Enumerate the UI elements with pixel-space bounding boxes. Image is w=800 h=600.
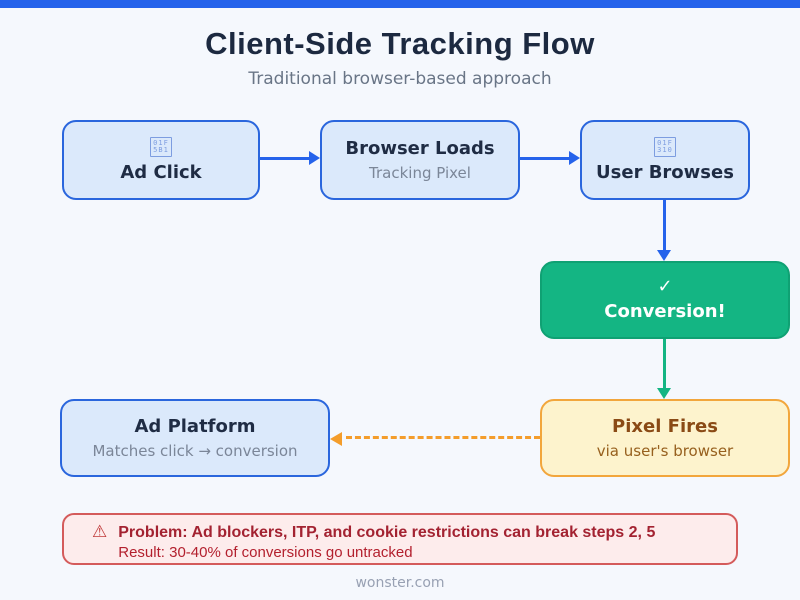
arrow-head-left-icon bbox=[330, 432, 342, 446]
arrow-ad-click-to-browser-loads bbox=[260, 157, 309, 160]
page-subtitle: Traditional browser-based approach bbox=[248, 69, 552, 89]
node-ad-platform-label: Ad Platform bbox=[134, 415, 256, 437]
arrow-head-right-icon bbox=[309, 151, 320, 165]
arrow-browser-loads-to-user-browses bbox=[520, 157, 569, 160]
node-ad-platform-sublabel: Matches click → conversion bbox=[92, 441, 298, 460]
node-browser-loads-label: Browser Loads bbox=[345, 137, 495, 159]
warning-text-block: Problem: Ad blockers, ITP, and cookie re… bbox=[118, 522, 655, 562]
warning-headline: Problem: Ad blockers, ITP, and cookie re… bbox=[118, 524, 656, 541]
node-pixel-fires-sublabel: via user's browser bbox=[596, 441, 734, 460]
arrow-head-down-icon bbox=[657, 250, 671, 261]
top-accent-bar bbox=[0, 0, 800, 8]
checkmark-icon: ✓ bbox=[657, 276, 673, 298]
dashed-arrow-pixel-fires-to-ad-platform bbox=[346, 436, 540, 439]
node-browser-loads: Browser Loads Tracking Pixel bbox=[320, 120, 520, 200]
tofu-hex-top: 01F bbox=[153, 139, 169, 148]
tofu-hex-bottom: 5B1 bbox=[153, 146, 169, 155]
tofu-hex-bottom: 310 bbox=[657, 146, 673, 155]
page-title: Client-Side Tracking Flow bbox=[205, 26, 595, 61]
node-browser-loads-sublabel: Tracking Pixel bbox=[369, 163, 471, 182]
warning-triangle-icon: ⚠ bbox=[92, 522, 108, 542]
tofu-hex-top: 01F bbox=[657, 139, 673, 148]
warning-callout: ⚠ Problem: Ad blockers, ITP, and cookie … bbox=[62, 513, 738, 565]
node-pixel-fires-label: Pixel Fires bbox=[612, 415, 718, 437]
node-pixel-fires: Pixel Fires via user's browser bbox=[540, 399, 790, 477]
arrow-user-browses-to-conversion bbox=[663, 200, 666, 250]
node-conversion-label: Conversion! bbox=[604, 301, 726, 323]
node-conversion: ✓ Conversion! bbox=[540, 261, 790, 339]
arrow-conversion-to-pixel-fires bbox=[663, 339, 666, 388]
footer-watermark: wonster.com bbox=[355, 575, 445, 591]
arrow-head-right-icon bbox=[569, 151, 580, 165]
node-user-browses-label: User Browses bbox=[596, 162, 734, 184]
node-ad-platform: Ad Platform Matches click → conversion bbox=[60, 399, 330, 477]
arrow-head-down-icon bbox=[657, 388, 671, 399]
warning-detail: Result: 30-40% of conversions go untrack… bbox=[118, 544, 413, 561]
node-ad-click-label: Ad Click bbox=[120, 162, 202, 184]
